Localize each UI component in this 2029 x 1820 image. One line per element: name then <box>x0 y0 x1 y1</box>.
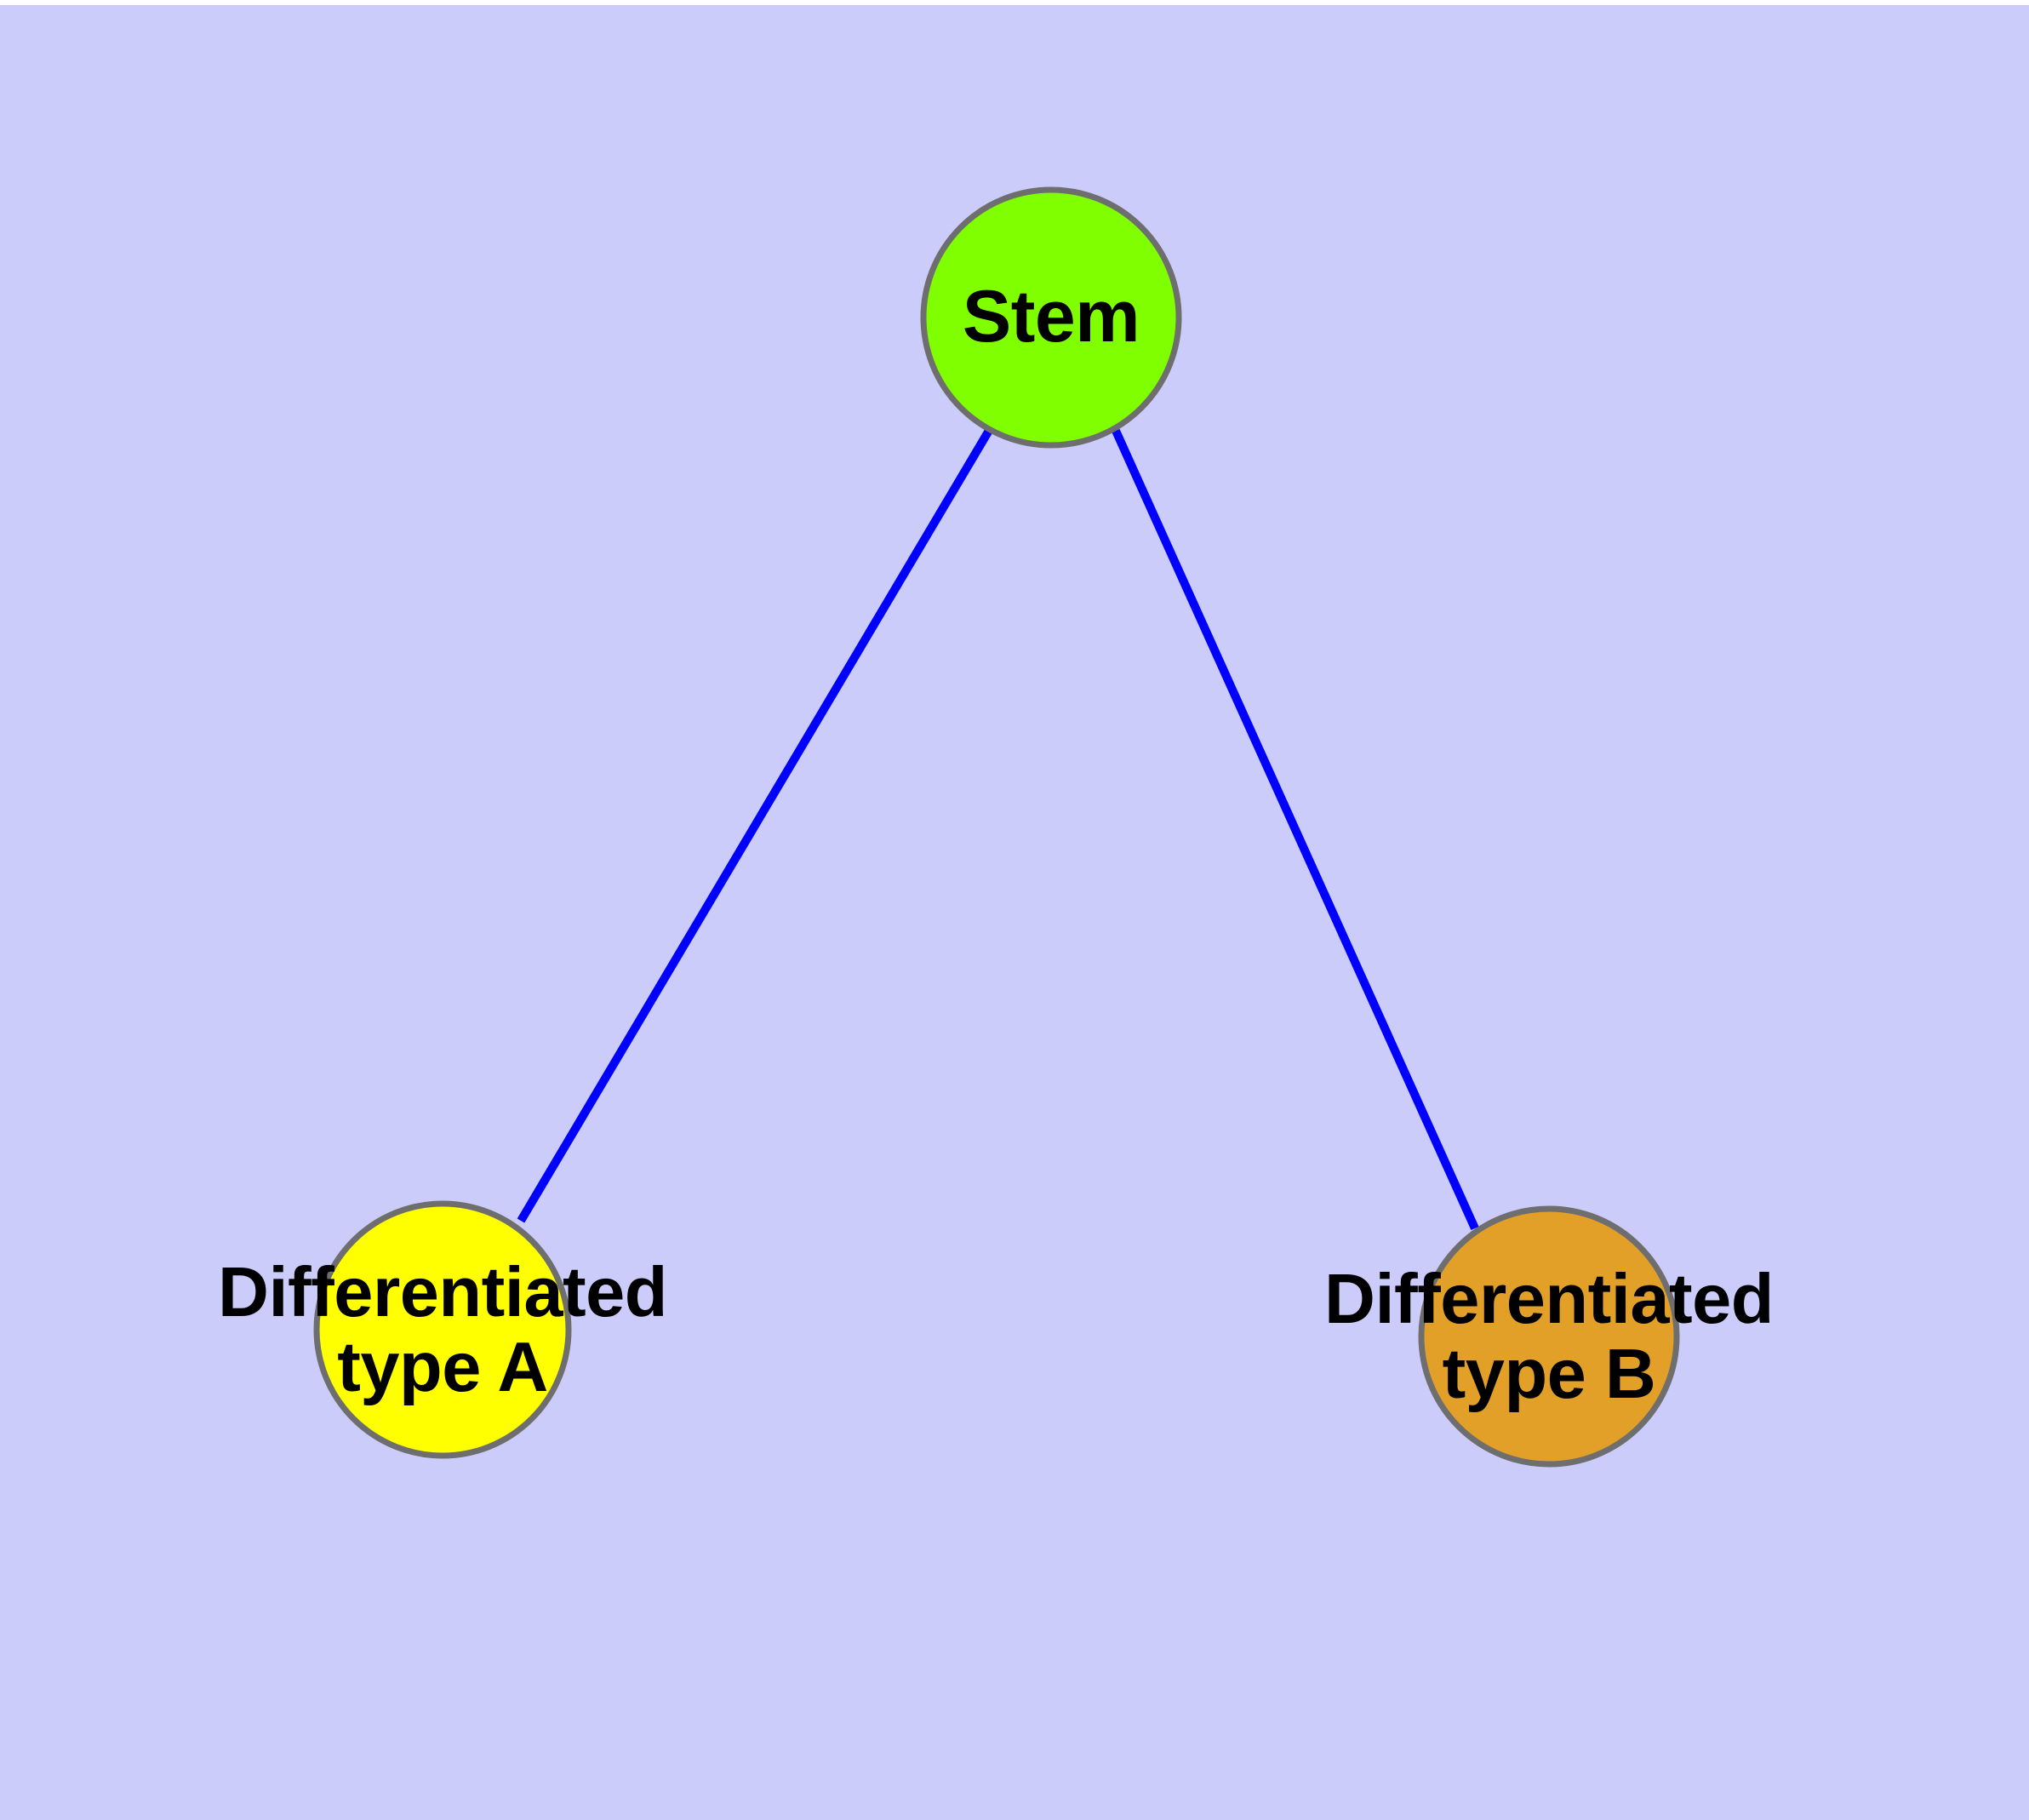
node-stem[interactable] <box>920 186 1182 449</box>
edge-stem-diff-b <box>1112 428 1479 1231</box>
node-diff_a[interactable] <box>313 1200 572 1459</box>
node-diff_b[interactable] <box>1418 1205 1680 1468</box>
edge-stem-diff-a <box>517 426 994 1223</box>
edges-group <box>517 426 1479 1231</box>
nodes-group <box>313 186 1680 1468</box>
